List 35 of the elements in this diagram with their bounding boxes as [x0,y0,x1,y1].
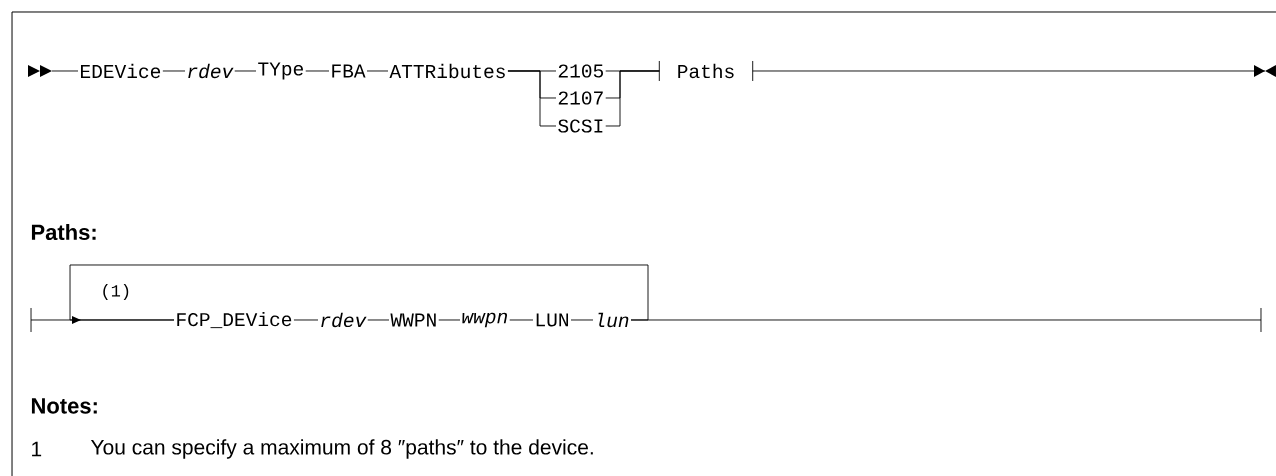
note-text: You can specify a maximum of 8 ″paths″ to the device. [90,439,593,459]
connector-arrow [28,65,79,77]
note-text: 1 [32,441,42,457]
connector-line [605,70,660,127]
repeat-arrow [69,264,649,324]
connector-line [305,70,330,72]
connector-line [509,319,534,321]
connector-line [366,70,389,72]
syntax-keyword: SCSI [558,119,603,133]
syntax-keyword: LUN [536,313,568,327]
syntax-keyword: WWPN [390,313,436,327]
syntax-keyword: FBA [332,64,366,78]
fragment-reference: Paths [658,60,754,82]
syntax-keyword: 2107 [558,91,603,105]
footnote-reference: (1) [103,284,129,300]
connector-line [293,319,319,321]
connector-line [234,70,257,72]
connector-line [162,70,186,72]
connector-line [367,319,390,321]
connector-line [507,70,557,127]
syntax-keyword: TYpe [258,62,303,80]
syntax-variable: rdev [188,63,234,79]
syntax-variable: rdev [321,312,367,328]
syntax-variable: lun [598,312,629,328]
syntax-keyword: EDEVice [81,63,161,79]
connector-line [438,319,461,321]
syntax-variable: wwpn [462,312,507,328]
connector-line [630,319,1262,321]
syntax-keyword: ATTRibutes [389,63,505,79]
syntax-keyword: 2105 [558,64,603,78]
syntax-keyword: FCP_DEVice [177,311,292,329]
section-heading: Paths: [31,223,96,241]
connector-line [570,319,594,321]
section-heading: Notes: [31,398,97,414]
connector-arrow [752,65,1276,77]
